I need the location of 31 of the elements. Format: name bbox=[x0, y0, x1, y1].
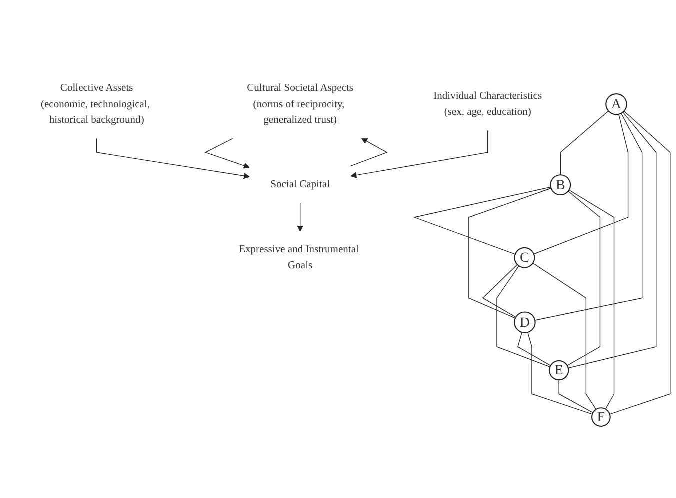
connector bbox=[496, 266, 551, 368]
connector bbox=[534, 113, 643, 321]
arrow bbox=[204, 138, 250, 169]
node-circle: B bbox=[550, 174, 572, 196]
connector bbox=[528, 332, 593, 415]
connector bbox=[568, 190, 615, 410]
node-text: Expressive and Instrumental Goals bbox=[239, 244, 359, 272]
connector bbox=[532, 262, 597, 410]
node-circle: F bbox=[592, 408, 611, 427]
arrow bbox=[96, 138, 250, 180]
arrow bbox=[297, 203, 304, 232]
arrow bbox=[349, 138, 388, 167]
connector bbox=[468, 188, 552, 319]
connector bbox=[568, 112, 657, 369]
node-circle: D bbox=[514, 312, 536, 334]
connector bbox=[567, 191, 601, 366]
node-text: Individual Characteristics (sex, age, education) bbox=[434, 90, 542, 118]
node-text: Collective Assets (economic, technological, historical background) bbox=[41, 82, 150, 126]
node-text: Cultural Societal Aspects (norms of reciprocity, generalized trust) bbox=[247, 82, 354, 126]
node-circle: A bbox=[606, 94, 628, 116]
node-circle: E bbox=[549, 360, 570, 381]
connector bbox=[558, 380, 594, 414]
connector bbox=[518, 332, 552, 366]
connector bbox=[534, 114, 629, 255]
connector bbox=[610, 110, 671, 415]
connector bbox=[413, 186, 552, 255]
connector bbox=[560, 110, 609, 176]
arrow bbox=[350, 130, 488, 178]
node-text: Social Capital bbox=[270, 179, 330, 190]
connector bbox=[482, 264, 518, 318]
node-circle: C bbox=[514, 247, 536, 268]
